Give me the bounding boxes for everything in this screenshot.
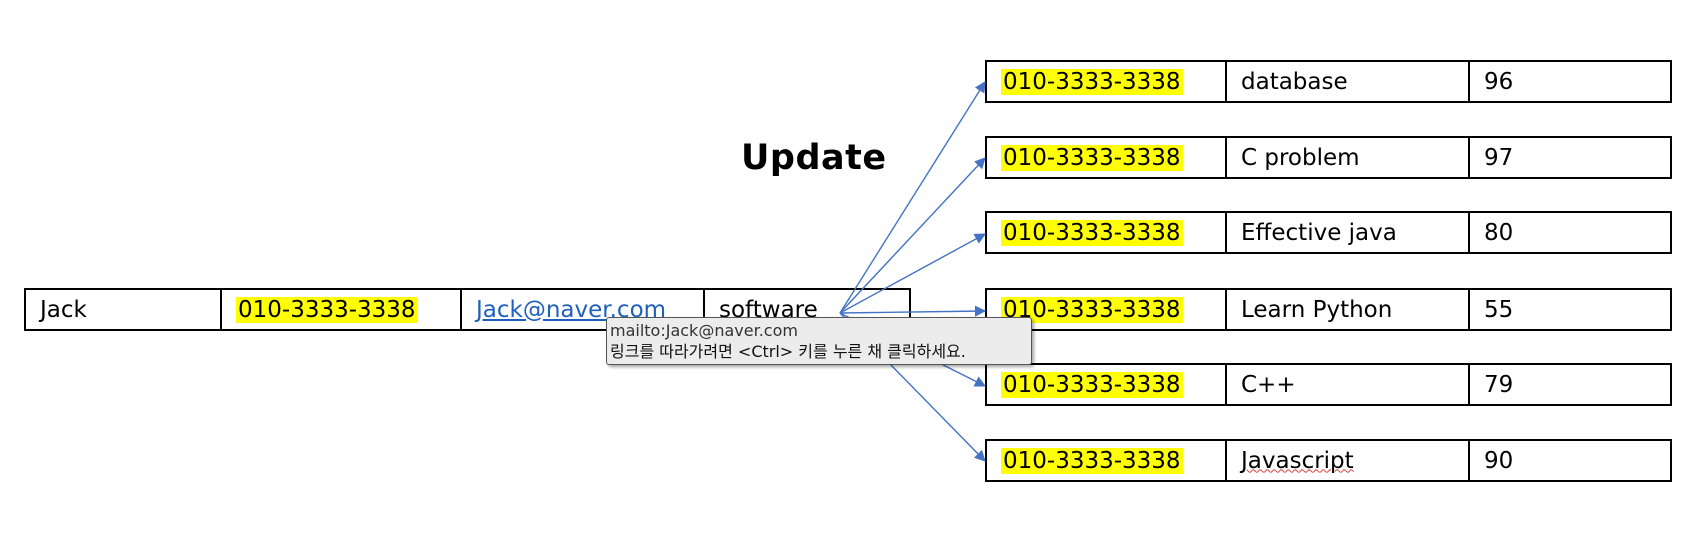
- name-cell: Jack: [24, 288, 222, 331]
- book-cell: C problem: [1225, 136, 1470, 179]
- book-cell: database: [1225, 60, 1470, 103]
- phone-cell: 010-3333-3338: [985, 439, 1227, 482]
- arrow-4: [839, 305, 987, 317]
- hyperlink-tooltip: mailto:Jack@naver.com 링크를 따라가려면 <Ctrl> 키…: [606, 317, 1032, 365]
- tooltip-url: mailto:Jack@naver.com: [610, 321, 798, 340]
- book-cell: Javascript: [1225, 439, 1470, 482]
- diagram-title: Update: [741, 138, 887, 178]
- arrow-1: [839, 81, 986, 314]
- arrow-2: [839, 157, 986, 314]
- phone-cell: 010-3333-3338: [985, 136, 1227, 179]
- arrow-3: [839, 233, 986, 314]
- phone-cell: 010-3333-3338: [220, 288, 462, 331]
- score-cell: 80: [1468, 211, 1672, 254]
- score-cell: 79: [1468, 363, 1672, 406]
- phone-cell: 010-3333-3338: [985, 211, 1227, 254]
- phone-cell: 010-3333-3338: [985, 363, 1227, 406]
- book-cell: C++: [1225, 363, 1470, 406]
- book-cell: Effective java: [1225, 211, 1470, 254]
- tooltip-message: 링크를 따라가려면 <Ctrl> 키를 누른 채 클릭하세요.: [610, 342, 966, 361]
- book-cell: Learn Python: [1225, 288, 1470, 331]
- score-cell: 97: [1468, 136, 1672, 179]
- phone-cell: 010-3333-3338: [985, 60, 1227, 103]
- score-cell: 96: [1468, 60, 1672, 103]
- score-cell: 55: [1468, 288, 1672, 331]
- score-cell: 90: [1468, 439, 1672, 482]
